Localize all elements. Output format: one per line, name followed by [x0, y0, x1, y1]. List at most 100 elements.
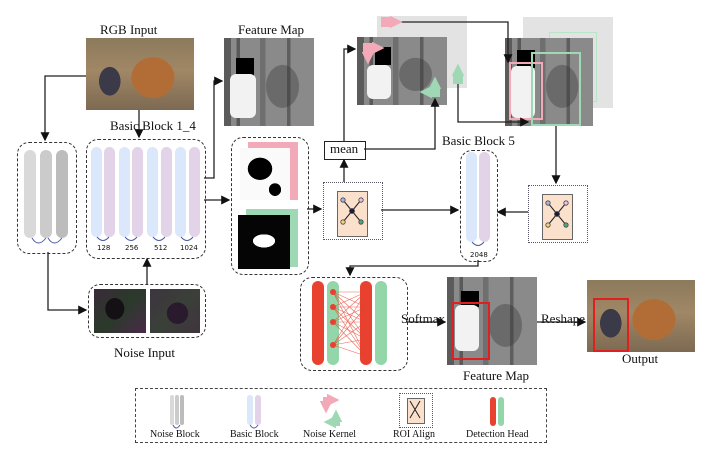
- rgb-input-label: RGB Input: [100, 22, 158, 37]
- fc-connection: [332, 306, 367, 346]
- noise-input-image-2: [150, 289, 200, 333]
- fc-node: [363, 304, 369, 310]
- basic-block-layer: [132, 147, 143, 237]
- noise-block-layer: [56, 150, 68, 238]
- skip-connection-icon: [249, 424, 259, 429]
- basic-block-layer: [189, 147, 200, 237]
- basic-block-5: [460, 150, 498, 262]
- legend-label: Detection Head: [466, 429, 529, 440]
- arrow-green-kernel-to-proposal: [457, 84, 530, 127]
- noise-input-image-1: [94, 289, 146, 333]
- legend: [135, 388, 547, 443]
- channel-label: 512: [154, 244, 168, 252]
- noise-block: [17, 142, 77, 254]
- output-label: Output: [622, 351, 659, 366]
- feature-map-bottom-image: [447, 277, 537, 365]
- arrow-basic-to-feature-map: [204, 76, 224, 179]
- basic-block-layer: [175, 147, 186, 237]
- fc-connection: [332, 291, 367, 340]
- fc-node: [363, 289, 369, 295]
- mean-label: mean: [330, 141, 359, 156]
- arrow-basic5-to-head: [345, 260, 479, 277]
- feature-map-bottom-label: Feature Map: [463, 368, 530, 383]
- basic-block-layer: [119, 147, 130, 237]
- arrow-mean-to-overlay: [343, 44, 357, 141]
- fc-connection: [332, 344, 367, 357]
- proposal-green-box: [531, 52, 581, 126]
- basic-block-5-layer: [479, 152, 490, 242]
- arrow-mean-to-green-kernel: [364, 97, 440, 150]
- noise-kernel-pink-square: [381, 17, 391, 27]
- skip-connection-icon: [47, 237, 63, 244]
- roi-align-icon-frame: [399, 393, 433, 428]
- basic-block-icon: [247, 395, 253, 425]
- noise-input-label: Noise Input: [114, 345, 176, 360]
- skip-connection-icon: [124, 236, 138, 241]
- feature-map-top-label: Feature Map: [238, 22, 305, 37]
- output-detection-box: [593, 298, 629, 352]
- basic-block-layer: [147, 147, 158, 237]
- skip-connection-icon: [180, 236, 194, 241]
- fc-node: [363, 336, 369, 342]
- detection-head-green-layer: [375, 281, 387, 365]
- fc-connection: [332, 291, 367, 308]
- arrow-rgb-to-noise-block: [40, 75, 86, 142]
- detection-head-icon: [498, 397, 504, 426]
- noise-block-icon: [170, 395, 174, 425]
- channel-label: 256: [125, 244, 139, 252]
- fc-connection: [332, 321, 367, 346]
- noise-kernel-green-square: [430, 87, 440, 97]
- roi-align-1-frame: [323, 182, 383, 240]
- fc-connection: [332, 291, 367, 323]
- basic-block-5-label: Basic Block 5: [442, 133, 515, 148]
- skip-connection-icon: [31, 237, 47, 244]
- roi-align-2-frame: [528, 185, 588, 243]
- fc-connection: [332, 306, 367, 323]
- fc-node: [363, 353, 369, 359]
- noise-kernel-map-2: [238, 215, 290, 269]
- skip-connection-icon: [471, 241, 485, 246]
- detection-box: [452, 302, 490, 360]
- fc-connection: [332, 291, 367, 357]
- fc-node: [330, 342, 336, 348]
- rgb-input-image: [86, 38, 194, 110]
- fc-node: [330, 304, 336, 310]
- basic-block-icon: [255, 395, 261, 425]
- arrow-pink-kernel-to-proposal: [398, 21, 513, 64]
- noise-input-group: [88, 284, 206, 338]
- basic-block-layer: [104, 147, 115, 237]
- fc-node: [363, 319, 369, 325]
- basic-block-layer: [161, 147, 172, 237]
- legend-label: Noise Block: [150, 429, 200, 440]
- basic-block-1-4-label: Basic Block 1_4: [110, 118, 196, 133]
- channel-label: 2048: [470, 251, 488, 259]
- channel-label: 1024: [180, 244, 198, 252]
- fc-node: [330, 319, 336, 325]
- legend-label: Basic Block: [230, 429, 279, 440]
- fc-connection: [332, 338, 367, 346]
- arrow-noise-block-to-noise-input: [47, 252, 88, 315]
- noise-kernel-green-square: [453, 74, 463, 84]
- fc-connection: [332, 321, 367, 340]
- fc-connection: [332, 306, 367, 357]
- fc-node: [330, 289, 336, 295]
- roi-align-icon-cross: [409, 400, 421, 419]
- noise-block-layer: [24, 150, 36, 238]
- noise-block-layer: [40, 150, 52, 238]
- noise-kernel-map-1: [240, 148, 290, 200]
- detection-head-red-layer: [312, 281, 324, 365]
- noise-kernel-pink-square: [363, 43, 373, 53]
- feature-map-top-image: [224, 38, 314, 126]
- legend-label: Noise Kernel: [303, 429, 357, 440]
- noise-kernel-icon: [333, 419, 340, 426]
- fc-connection: [332, 291, 367, 346]
- skip-connection-icon: [152, 236, 166, 241]
- noise-block-icon: [175, 395, 179, 425]
- basic-block-5-layer: [466, 152, 477, 242]
- fc-connection: [332, 306, 367, 340]
- skip-connection-icon: [96, 236, 110, 241]
- detection-head: [300, 277, 408, 371]
- legend-label: ROI Align: [393, 429, 435, 440]
- noise-kernel-maps: [231, 137, 309, 275]
